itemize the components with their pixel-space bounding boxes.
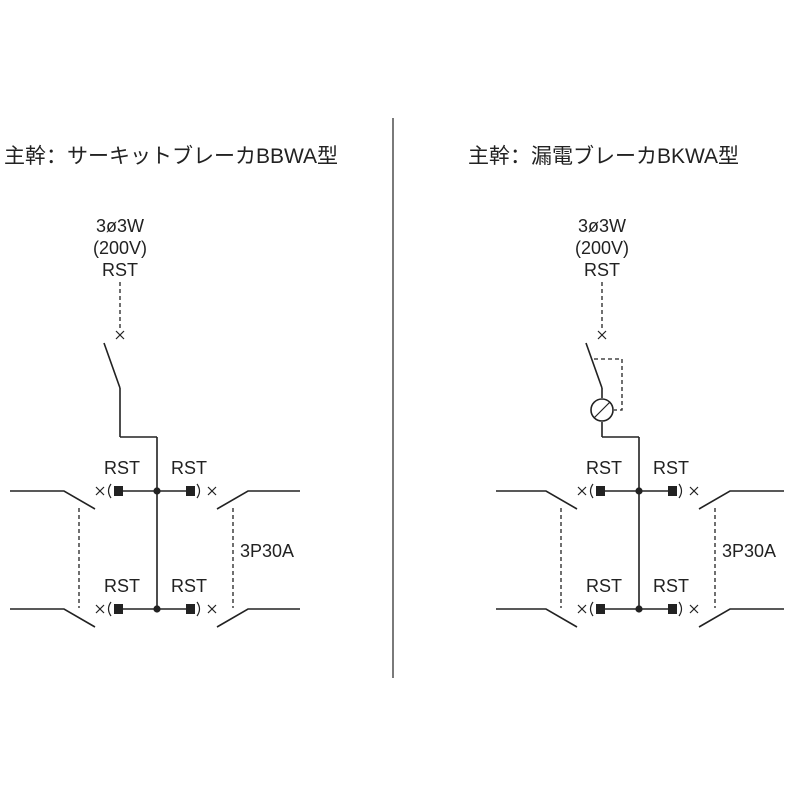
terminal-cross-icon [597,330,607,340]
terminal-block [668,486,677,496]
terminal-cross-icon [207,604,217,614]
branch-label-lr: RST [653,576,689,596]
branch-label-ur: RST [171,458,207,478]
supply-phase-label: 3ø3W [96,216,144,236]
terminal-cross-icon [115,330,125,340]
trip-link [594,358,623,411]
branch-switch-ur [698,490,784,510]
panel-title: 主幹：サーキットブレーカBBWA型 [4,145,338,168]
terminal-block [186,486,195,496]
branch-switch-ur [216,490,300,510]
terminal-block [596,486,605,496]
panel-title: 主幹：漏電ブレーカBKWA型 [468,145,739,168]
bus-junction-dot [635,487,643,495]
supply-voltage-label: (200V) [575,238,629,258]
terminal-block [596,604,605,614]
supply-rst-label: RST [584,260,620,280]
bus-junction-dot [635,605,643,613]
branch-label-ll: RST [104,576,140,596]
terminal-block [186,604,195,614]
branch-switch-ll [496,608,578,628]
main-breaker-switch [103,342,158,609]
terminal-cross-icon [95,486,105,496]
branch-label-lr: RST [171,576,207,596]
branch-switch-ll [10,608,96,628]
supply-rst-label: RST [102,260,138,280]
supply-voltage-label: (200V) [93,238,147,258]
terminal-cross-icon [577,604,587,614]
panel-left: 主幹：サーキットブレーカBBWA型 3ø3W (200V) RST RST RS… [4,145,338,628]
panel-right: 主幹：漏電ブレーカBKWA型 3ø3W (200V) RST RST RST [468,145,784,628]
branch-label-ur: RST [653,458,689,478]
terminal-cross-icon [577,486,587,496]
branch-switch-ul [496,490,578,510]
breaker-rating-label: 3P30A [722,541,776,561]
terminal-block [668,604,677,614]
bus-junction-dot [153,605,161,613]
breaker-rating-label: 3P30A [240,541,294,561]
branch-switch-lr [698,608,784,628]
branch-label-ul: RST [104,458,140,478]
leak-detector-ct-icon [590,398,614,422]
bus-junction-dot [153,487,161,495]
branch-label-ll: RST [586,576,622,596]
terminal-cross-icon [689,486,699,496]
branch-switch-lr [216,608,300,628]
main-leakage-breaker-switch [585,342,640,609]
terminal-block [114,486,123,496]
terminal-cross-icon [689,604,699,614]
branch-label-ul: RST [586,458,622,478]
terminal-block [114,604,123,614]
branch-switch-ul [10,490,96,510]
terminal-cross-icon [95,604,105,614]
supply-phase-label: 3ø3W [578,216,626,236]
terminal-cross-icon [207,486,217,496]
